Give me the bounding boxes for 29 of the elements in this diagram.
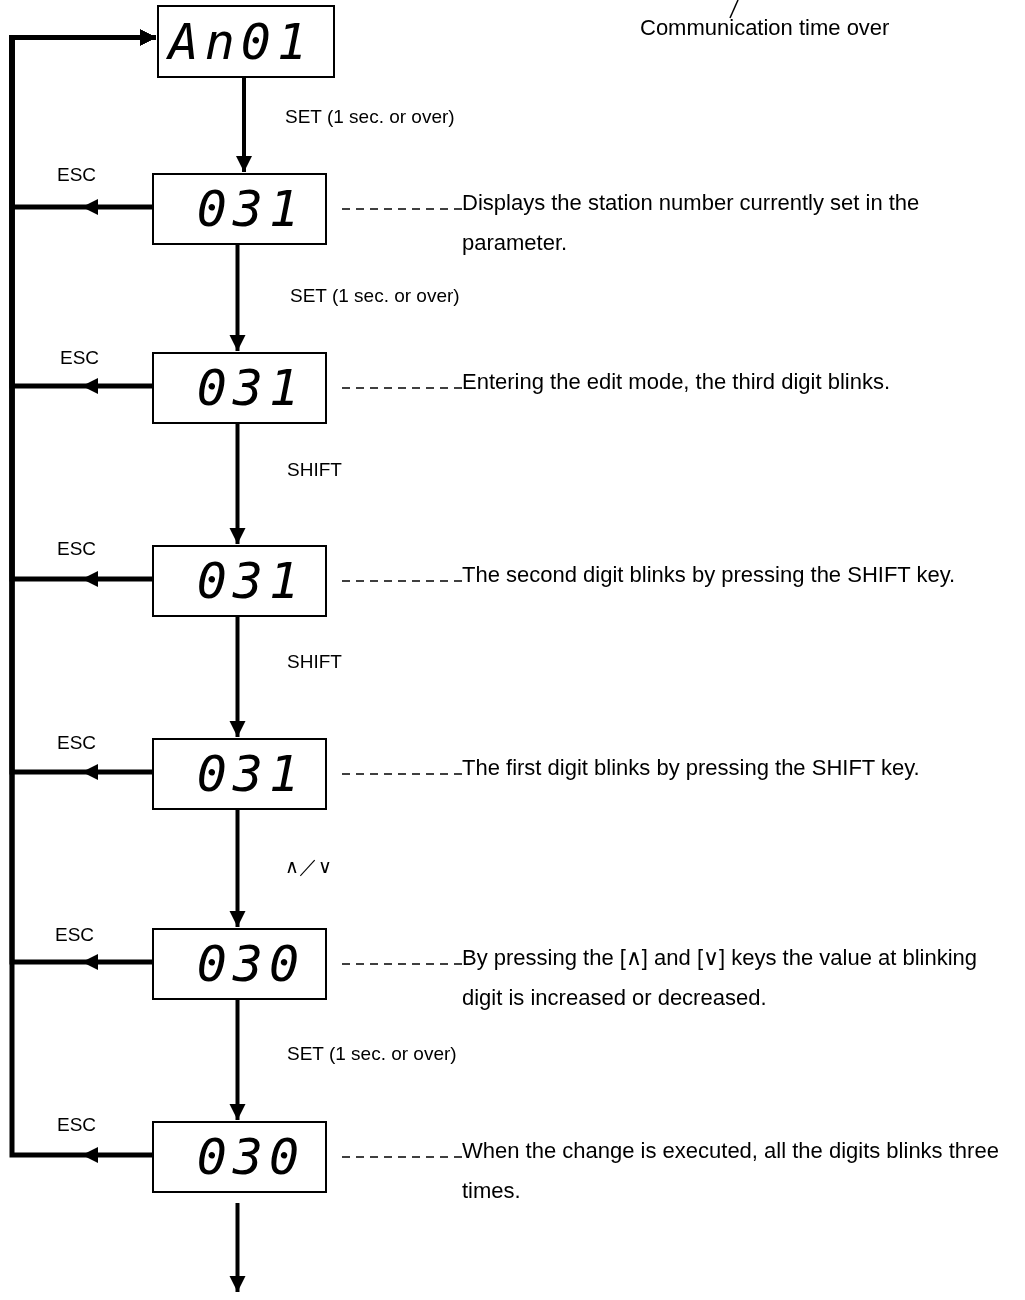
display-box bbox=[152, 545, 327, 617]
leader-line bbox=[729, 0, 739, 19]
display-readout: 031 bbox=[196, 184, 305, 234]
display-readout: An01 bbox=[168, 16, 313, 67]
arrow bbox=[229, 1203, 246, 1292]
display-box bbox=[152, 173, 327, 245]
display-box bbox=[152, 738, 327, 810]
description-text: When the change is executed, all the digits blinks three times. bbox=[462, 1131, 1022, 1211]
display-box bbox=[157, 5, 335, 78]
display-box bbox=[152, 1121, 327, 1193]
display-readout: 031 bbox=[196, 749, 305, 799]
description-text: The first digit blinks by pressing the SHIFT key. bbox=[462, 748, 1022, 788]
display-readout: 030 bbox=[196, 939, 305, 989]
display-box bbox=[152, 352, 327, 424]
arrow bbox=[229, 1000, 246, 1120]
description-text: Displays the station number currently set in the parameter. bbox=[462, 183, 1022, 263]
display-readout: 031 bbox=[196, 363, 305, 413]
arrow bbox=[229, 245, 246, 351]
arrow bbox=[236, 78, 252, 172]
arrow bbox=[229, 810, 246, 927]
description-text: The second digit blinks by pressing the SHIFT key. bbox=[462, 555, 1022, 595]
description-text: By pressing the [∧] and [∨] keys the value at blinking digit is increased or decreased. bbox=[462, 938, 1022, 1018]
arrow bbox=[229, 424, 246, 544]
display-readout: 030 bbox=[196, 1132, 305, 1182]
display-box bbox=[152, 928, 327, 1000]
arrow bbox=[229, 617, 246, 737]
display-readout: 031 bbox=[196, 556, 305, 606]
description-text: Entering the edit mode, the third digit blinks. bbox=[462, 362, 1022, 402]
description-text: Communication time over bbox=[640, 8, 940, 48]
